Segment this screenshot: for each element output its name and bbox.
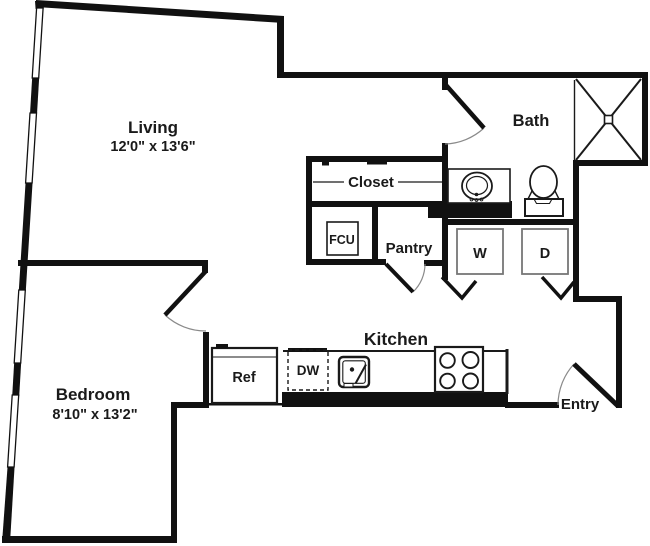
wall-segment <box>12 362 22 396</box>
wall-segment <box>202 260 208 273</box>
window <box>31 7 44 79</box>
wall-segment <box>573 296 622 302</box>
wall-segment <box>18 260 208 266</box>
wall-segment <box>428 201 512 218</box>
wall-segment <box>30 77 40 114</box>
pantry-label: Pantry <box>386 240 433 257</box>
wall-segment <box>171 402 209 408</box>
closet-label: Closet <box>348 174 394 191</box>
pantry-door-swing-arc <box>412 263 426 293</box>
dryer-closet-door <box>540 275 576 301</box>
fcu-box <box>326 221 359 256</box>
fcu-label: FCU <box>329 233 355 247</box>
labels: Living 12'0" x 13'6" Bedroom 8'10" x 13'… <box>52 112 599 423</box>
washer-closet-door <box>440 275 478 301</box>
dishwasher-icon <box>287 348 329 391</box>
shower-icon <box>573 78 642 161</box>
refrigerator-icon <box>210 344 279 405</box>
wall-segment <box>306 156 312 264</box>
living-room-dimensions: 12'0" x 13'6" <box>110 139 195 155</box>
wall-segment <box>505 402 559 408</box>
wall-segment <box>642 72 648 166</box>
wall-segment <box>36 0 284 23</box>
bedroom-dimensions: 8'10" x 13'2" <box>52 407 137 423</box>
wall-segment <box>372 207 378 264</box>
window <box>6 394 20 468</box>
wall-segment <box>306 156 448 162</box>
wall-segment <box>203 332 209 408</box>
wall-segment <box>209 403 284 406</box>
wall-segment <box>277 16 284 78</box>
wall-segment <box>35 1 44 9</box>
refrigerator-label: Ref <box>232 370 256 386</box>
windows <box>6 7 44 468</box>
wall-segment <box>306 259 386 265</box>
toilet-icon <box>524 165 564 217</box>
wall-segment <box>367 161 387 165</box>
bedroom-door-leaf <box>163 269 208 317</box>
bath-label: Bath <box>513 112 550 130</box>
wall-segment <box>18 182 33 291</box>
dryer-label: D <box>540 246 550 262</box>
entry-label: Entry <box>561 396 600 413</box>
wall-segment <box>616 296 622 408</box>
washer-label: W <box>473 246 487 262</box>
wall-segment <box>573 160 648 166</box>
dishwasher-label: DW <box>297 363 320 378</box>
wall-segment <box>2 536 177 543</box>
washer-box <box>456 228 504 275</box>
wall-segment <box>277 72 648 78</box>
pantry-door-leaf <box>384 262 415 294</box>
window <box>13 289 26 364</box>
living-room-label: Living <box>128 118 178 137</box>
bath-door-swing-arc <box>444 127 485 145</box>
window <box>24 112 38 184</box>
bath-door-leaf <box>443 82 486 130</box>
fixtures <box>210 78 642 405</box>
wall-segment <box>2 466 15 543</box>
bedroom-label: Bedroom <box>56 385 131 404</box>
entry-door-leaf <box>572 362 620 408</box>
dryer-box <box>521 228 569 275</box>
kitchen-sink-icon <box>337 355 371 389</box>
kitchen-label: Kitchen <box>364 329 428 349</box>
stove-icon <box>433 345 485 394</box>
wall-segment <box>573 160 579 302</box>
wall-segment <box>443 219 579 225</box>
wall-segment <box>282 392 508 407</box>
wall-segment <box>171 402 177 540</box>
wall-segment <box>322 162 329 166</box>
wall-segment <box>306 201 448 207</box>
bedroom-door-swing-arc <box>164 314 207 332</box>
entry-door-swing-arc <box>557 363 575 406</box>
bathroom-sink-icon <box>447 168 511 204</box>
doors <box>163 82 620 408</box>
wall-segment <box>424 260 448 266</box>
